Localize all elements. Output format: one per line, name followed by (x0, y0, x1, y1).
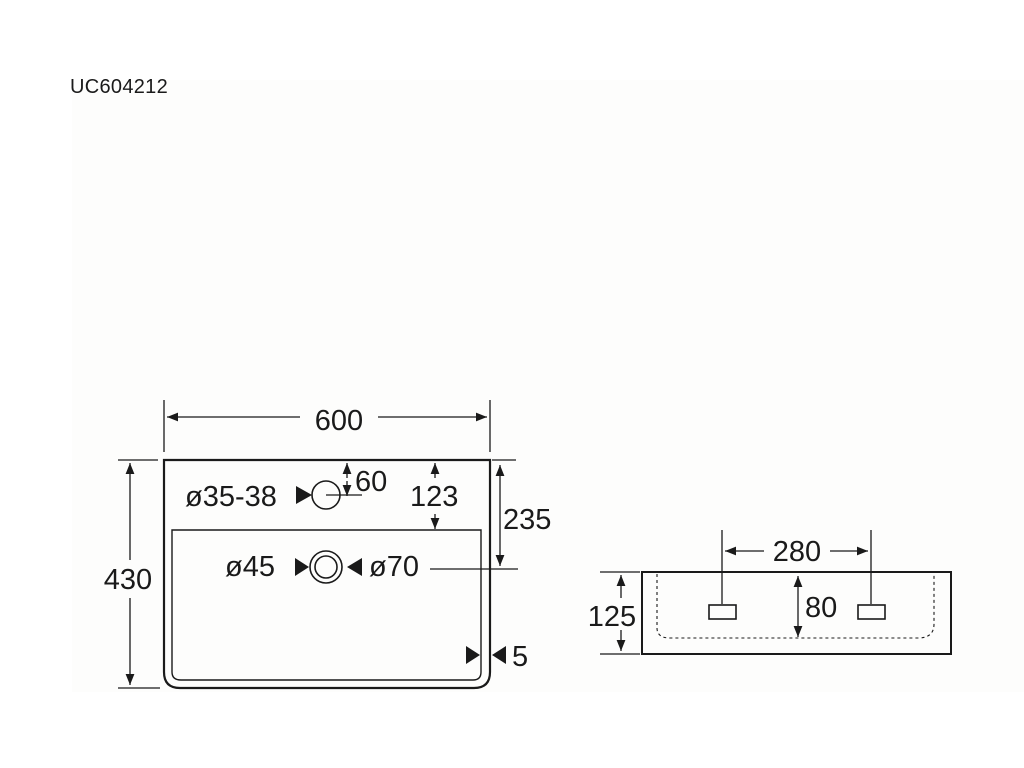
drain-inner (314, 555, 338, 579)
drawing-background (72, 80, 1024, 692)
rim-pointer-icon (466, 646, 480, 664)
spacing-label: 280 (773, 536, 821, 568)
tap-offset-label: 60 (355, 466, 387, 498)
tap-hole-pointer-icon (296, 486, 312, 504)
side-outline (641, 571, 952, 655)
rim-label: 5 (512, 641, 528, 673)
drain-outer (309, 550, 343, 584)
top-view: 600 430 ø35-38 60 123 235 ø45 ø70 5 (104, 400, 551, 690)
bowl-profile-dashed (656, 574, 935, 639)
drain-right-pointer-icon (347, 558, 362, 576)
model-code: UC604212 (70, 76, 169, 98)
side-view: 280 125 80 (588, 530, 952, 655)
height-label: 125 (588, 601, 636, 633)
drain-inner-label: ø45 (225, 551, 275, 583)
tap-hole-label: ø35-38 (185, 481, 277, 513)
drain-distance-label: 235 (503, 504, 551, 536)
bracket-left (708, 604, 737, 620)
width-label: 600 (315, 405, 363, 437)
drain-outer-label: ø70 (369, 551, 419, 583)
bracket-right (857, 604, 886, 620)
depth-label: 430 (104, 564, 152, 596)
bracket-height-label: 80 (805, 592, 837, 624)
basin-outline (162, 458, 492, 690)
tap-to-bowl-label: 123 (410, 481, 458, 513)
rim-pointer-right-icon (492, 646, 506, 664)
drain-left-pointer-icon (295, 558, 309, 576)
bowl-outline (171, 529, 482, 681)
